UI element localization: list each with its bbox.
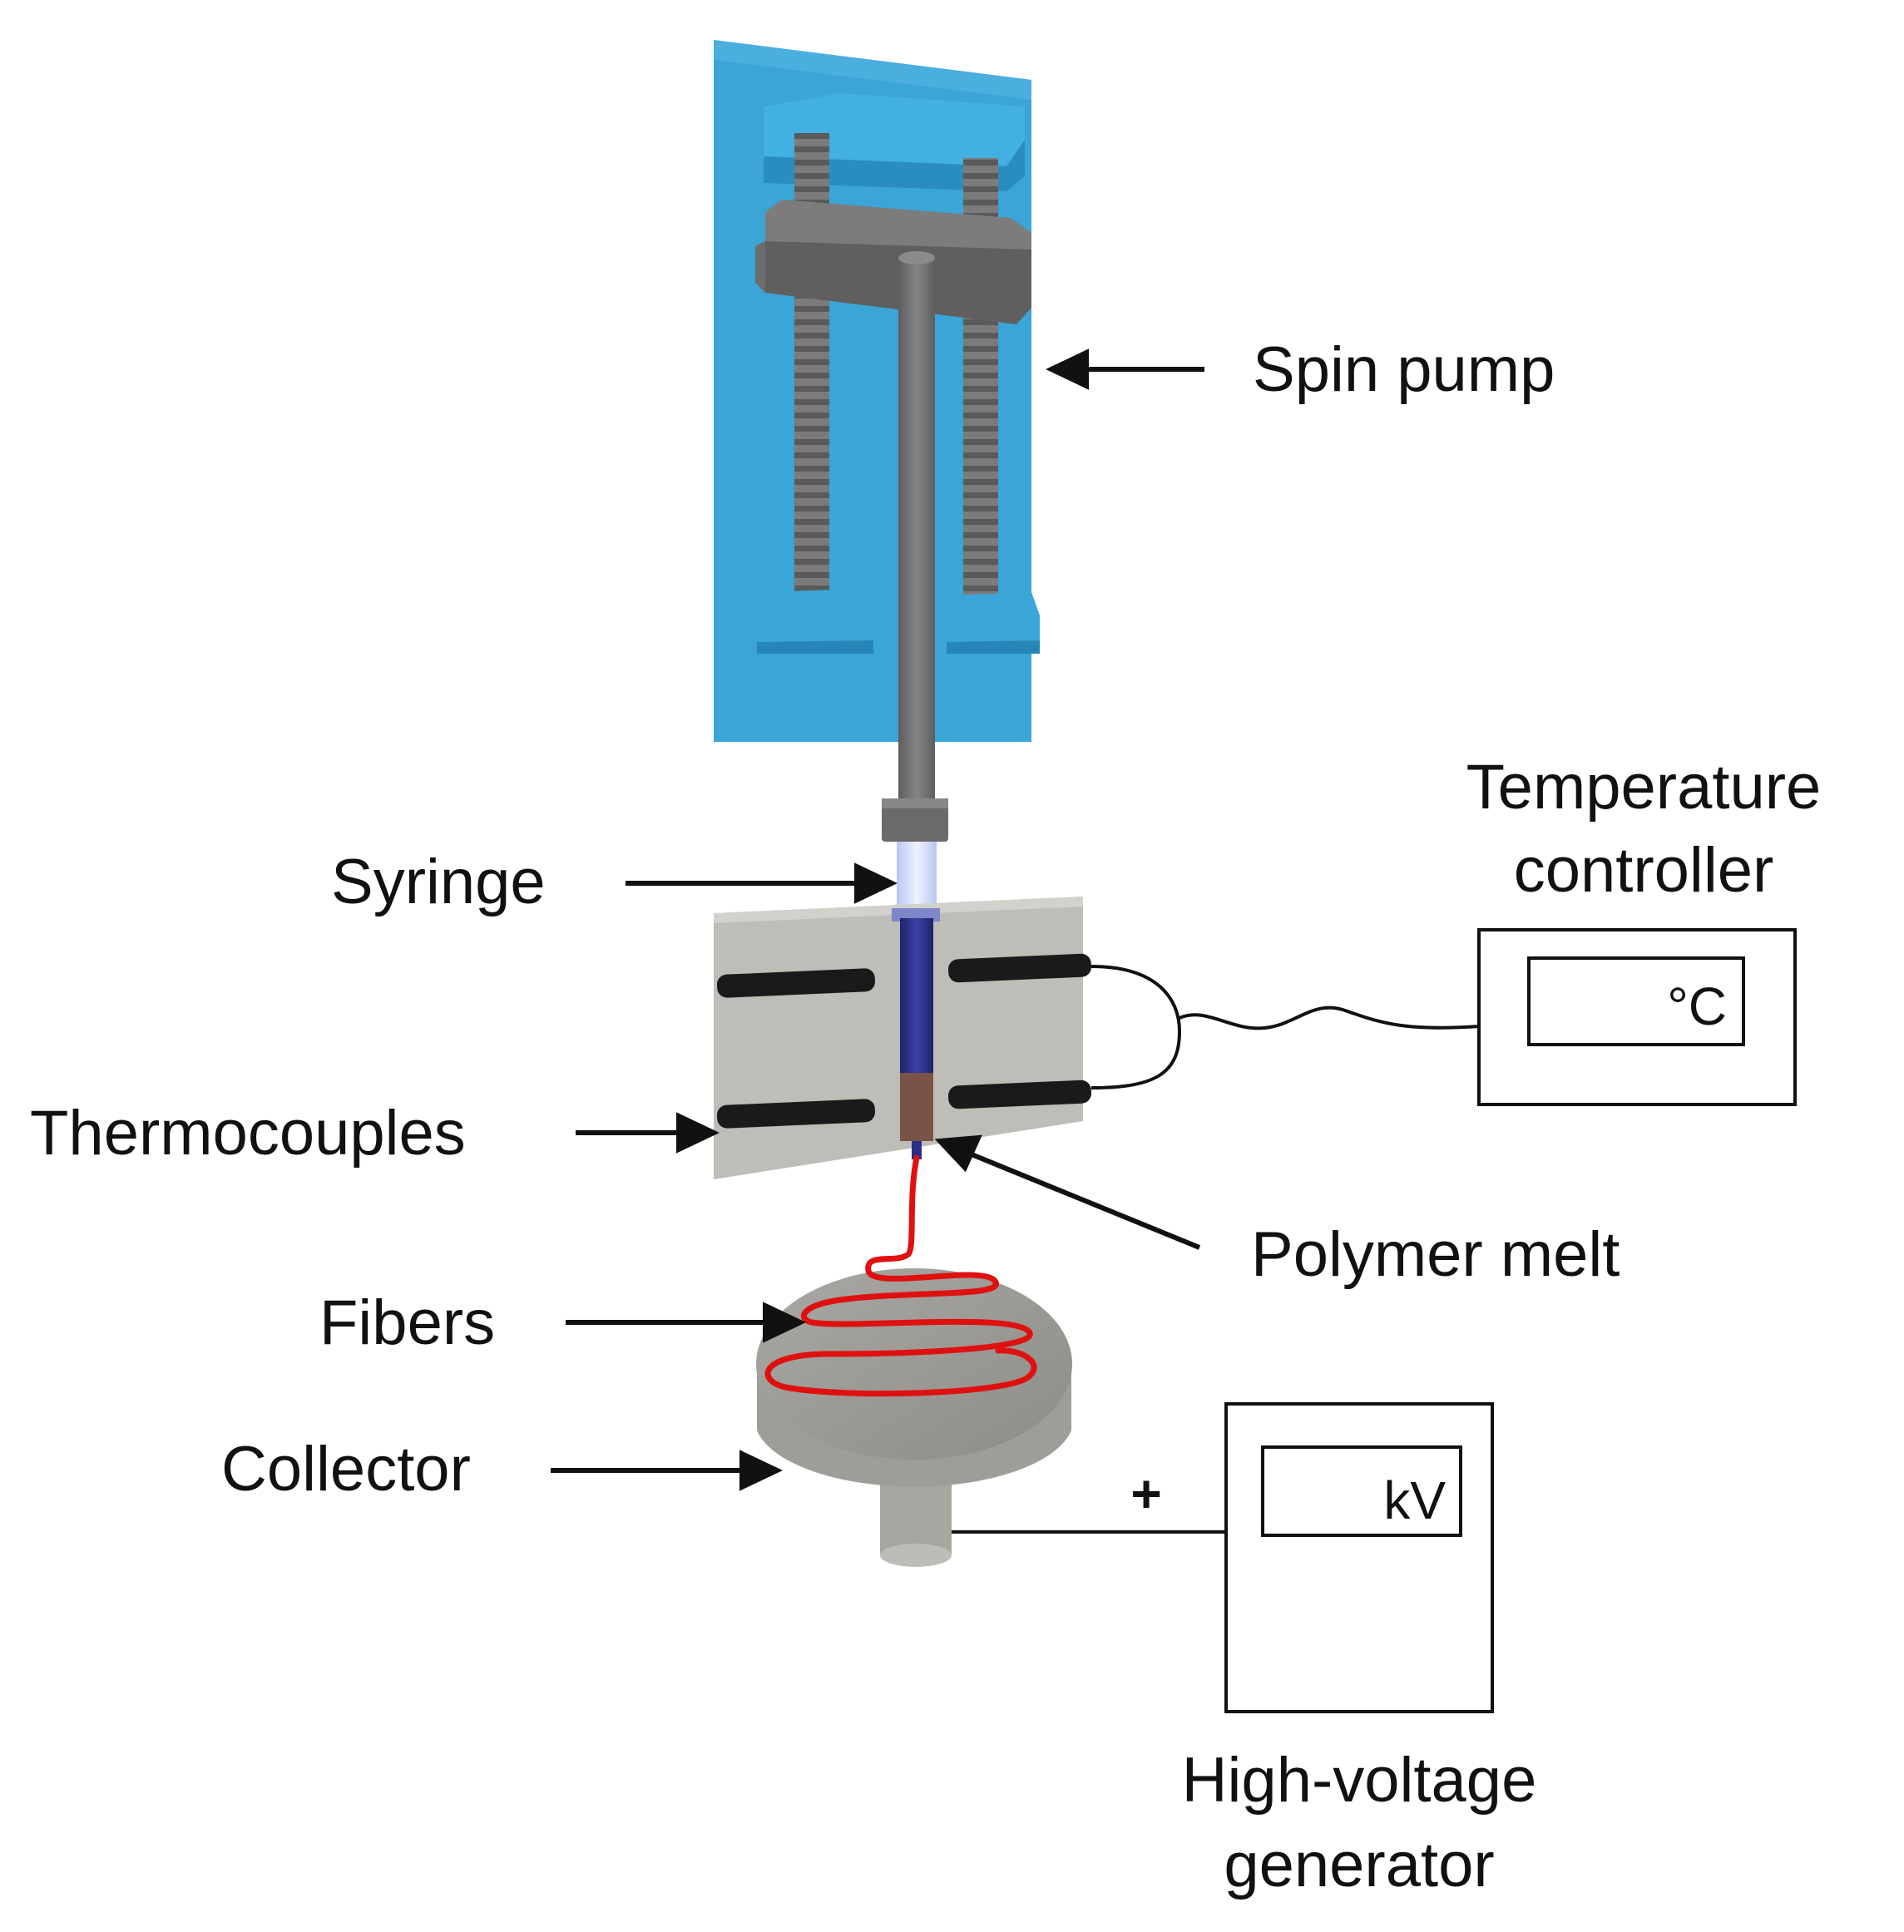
arrow-icon [551,348,1204,1491]
spin-pump [714,40,1040,842]
high-voltage-generator: kV [1224,1402,1494,1713]
syringe [897,842,937,907]
label-thermocouples: Thermocouples [30,1098,466,1169]
wire-icon [1090,965,1480,1090]
label-high-voltage-1: High-voltage [1182,1745,1537,1816]
pump-bottom-feet [757,589,1040,654]
label-polymer-melt: Polymer melt [1251,1219,1620,1290]
fibers [764,1154,1037,1397]
label-temperature-controller-1: Temperature [1466,752,1822,823]
label-spin-pump: Spin pump [1253,334,1555,405]
temperature-controller: °C [1477,928,1797,1106]
voltage-display [1261,1445,1462,1537]
syringe-barrel [892,908,940,1159]
polymer-melt [900,1073,933,1141]
label-high-voltage-2: generator [1224,1830,1494,1900]
polarity-sign: + [1130,1464,1161,1524]
plunger-coupling [882,798,948,842]
label-syringe: Syringe [331,847,546,917]
temperature-display [1527,956,1745,1046]
voltage-unit: kV [1383,1470,1446,1530]
label-temperature-controller-2: controller [1514,835,1774,906]
label-collector: Collector [221,1434,471,1505]
temperature-unit: °C [1667,976,1727,1036]
plunger-rod [898,258,935,807]
thermocouples [716,953,1092,1129]
heater-block [714,897,1083,1179]
label-fibers: Fibers [319,1287,495,1358]
